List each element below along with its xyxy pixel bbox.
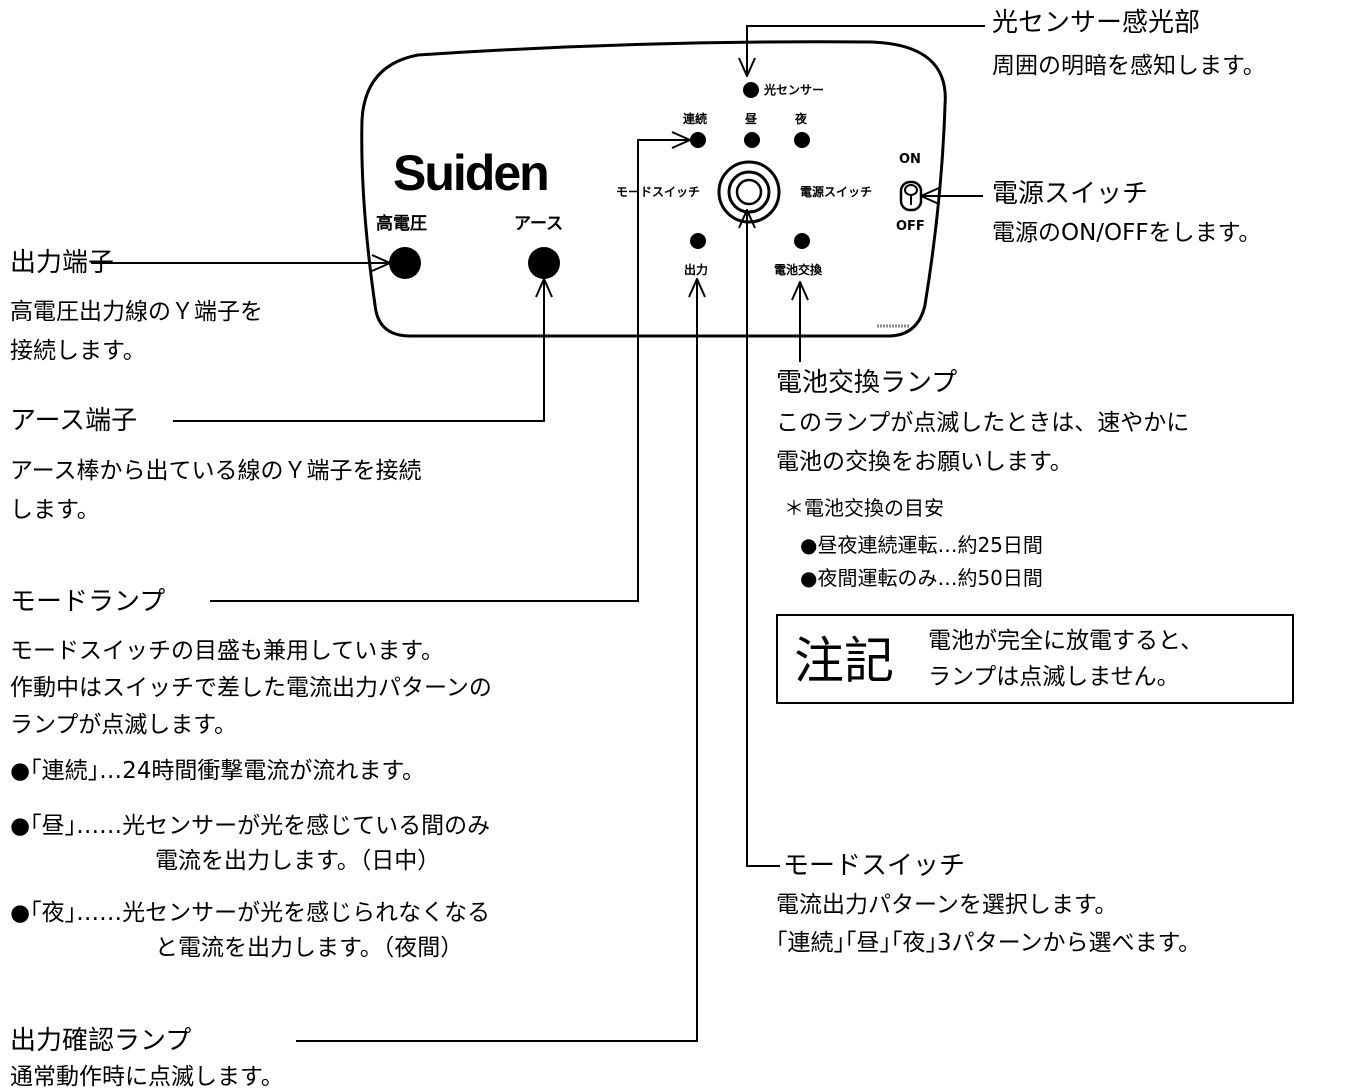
mode-lamp-item-night-2: と電流を出力します。（夜間） [155, 935, 464, 961]
mode-lamp-item-day-2: 電流を出力します。（日中） [155, 848, 441, 874]
mode-switch-desc-1: 電流出力パターンを選択します。 [776, 892, 1118, 918]
day-label: 昼 [745, 112, 758, 126]
battery-guide-1: ●昼夜連続運転…約25日間 [800, 533, 1043, 557]
mode-switch-knob [717, 160, 781, 224]
mode-lamp-desc-3: ランプが点滅します。 [10, 712, 238, 738]
output-terminal-desc-2: 接続します。 [10, 338, 146, 364]
battery-lamp-title: 電池交換ランプ [776, 368, 958, 398]
battery-lamp-desc-1: このランプが点滅したときは、速やかに [776, 410, 1190, 436]
power-switch-label: 電源スイッチ [800, 185, 873, 199]
mode-switch-label: モードスイッチ [616, 185, 701, 199]
mode-switch-title: モードスイッチ [783, 851, 966, 881]
mode-switch-desc-2: ｢連続｣｢昼｣｢夜｣3パターンから選べます。 [776, 930, 1202, 956]
light-sensor-title: 光センサー感光部 [992, 8, 1201, 38]
brand-logo: Suiden [393, 145, 550, 201]
power-toggle-icon [899, 180, 923, 212]
output-label: 出力 [684, 263, 709, 277]
continuous-lamp [690, 132, 706, 148]
high-voltage-terminal [389, 247, 421, 279]
earth-label: アース [514, 214, 564, 234]
earth-terminal-title: アース端子 [10, 406, 138, 436]
high-voltage-label: 高電圧 [376, 214, 427, 234]
leader-light-sensor [747, 25, 985, 76]
mode-lamp-item-day-1: ●｢昼｣……光センサーが光を感じている間のみ [10, 813, 491, 839]
leader-earth-terminal [173, 279, 544, 422]
light-sensor-label: 光センサー [764, 83, 825, 97]
off-label: OFF [896, 219, 925, 234]
light-sensor-desc: 周囲の明暗を感知します。 [992, 53, 1266, 79]
leader-mode-lamp [210, 140, 690, 602]
earth-terminal-desc-2: します。 [10, 497, 100, 523]
mode-lamp-title: モードランプ [10, 587, 166, 617]
output-lamp-desc: 通常動作時に点滅します。 [10, 1064, 284, 1090]
note-line-1: 電池が完全に放電すると、 [928, 628, 1204, 654]
continuous-label: 連続 [683, 112, 708, 126]
output-terminal-desc-1: 高電圧出力線のＹ端子を [10, 299, 263, 325]
battery-guide-2: ●夜間運転のみ…約50日間 [800, 566, 1043, 590]
note-box: 注記 電池が完全に放電すると、 ランプは点滅しません。 [776, 614, 1294, 704]
note-title: 注記 [794, 632, 894, 690]
panel-outline [360, 40, 947, 338]
power-switch-title: 電源スイッチ [992, 179, 1149, 209]
on-label: ON [899, 152, 921, 167]
mode-lamp-desc-2: 作動中はスイッチで差した電流出力パターンの [10, 675, 492, 701]
battery-guide-title: ＊電池交換の目安 [784, 496, 944, 520]
power-switch-desc: 電源のON/OFFをします。 [992, 220, 1262, 246]
earth-terminal-desc-1: アース棒から出ている線のＹ端子を接続 [10, 458, 422, 484]
output-lamp [690, 233, 706, 249]
earth-terminal [528, 247, 560, 279]
night-label: 夜 [795, 112, 808, 126]
leader-output-lamp [296, 279, 697, 1042]
battery-lamp-desc-2: 電池の交換をお願いします。 [776, 449, 1073, 475]
leader-mode-switch [747, 210, 780, 867]
battery-lamp [794, 233, 810, 249]
note-line-2: ランプは点滅しません。 [928, 664, 1180, 690]
battery-change-label: 電池交換 [774, 263, 823, 277]
output-lamp-title: 出力確認ランプ [10, 1026, 192, 1056]
day-lamp [744, 132, 760, 148]
light-sensor-lamp [743, 82, 759, 98]
output-terminal-title: 出力端子 [10, 248, 115, 278]
night-lamp [794, 132, 810, 148]
mode-lamp-desc-1: モードスイッチの目盛も兼用しています。 [10, 638, 445, 664]
mode-lamp-item-night-1: ●｢夜｣……光センサーが光を感じられなくなる [10, 900, 491, 926]
mode-lamp-item-continuous: ●｢連続｣…24時間衝撃電流が流れます。 [10, 758, 426, 784]
